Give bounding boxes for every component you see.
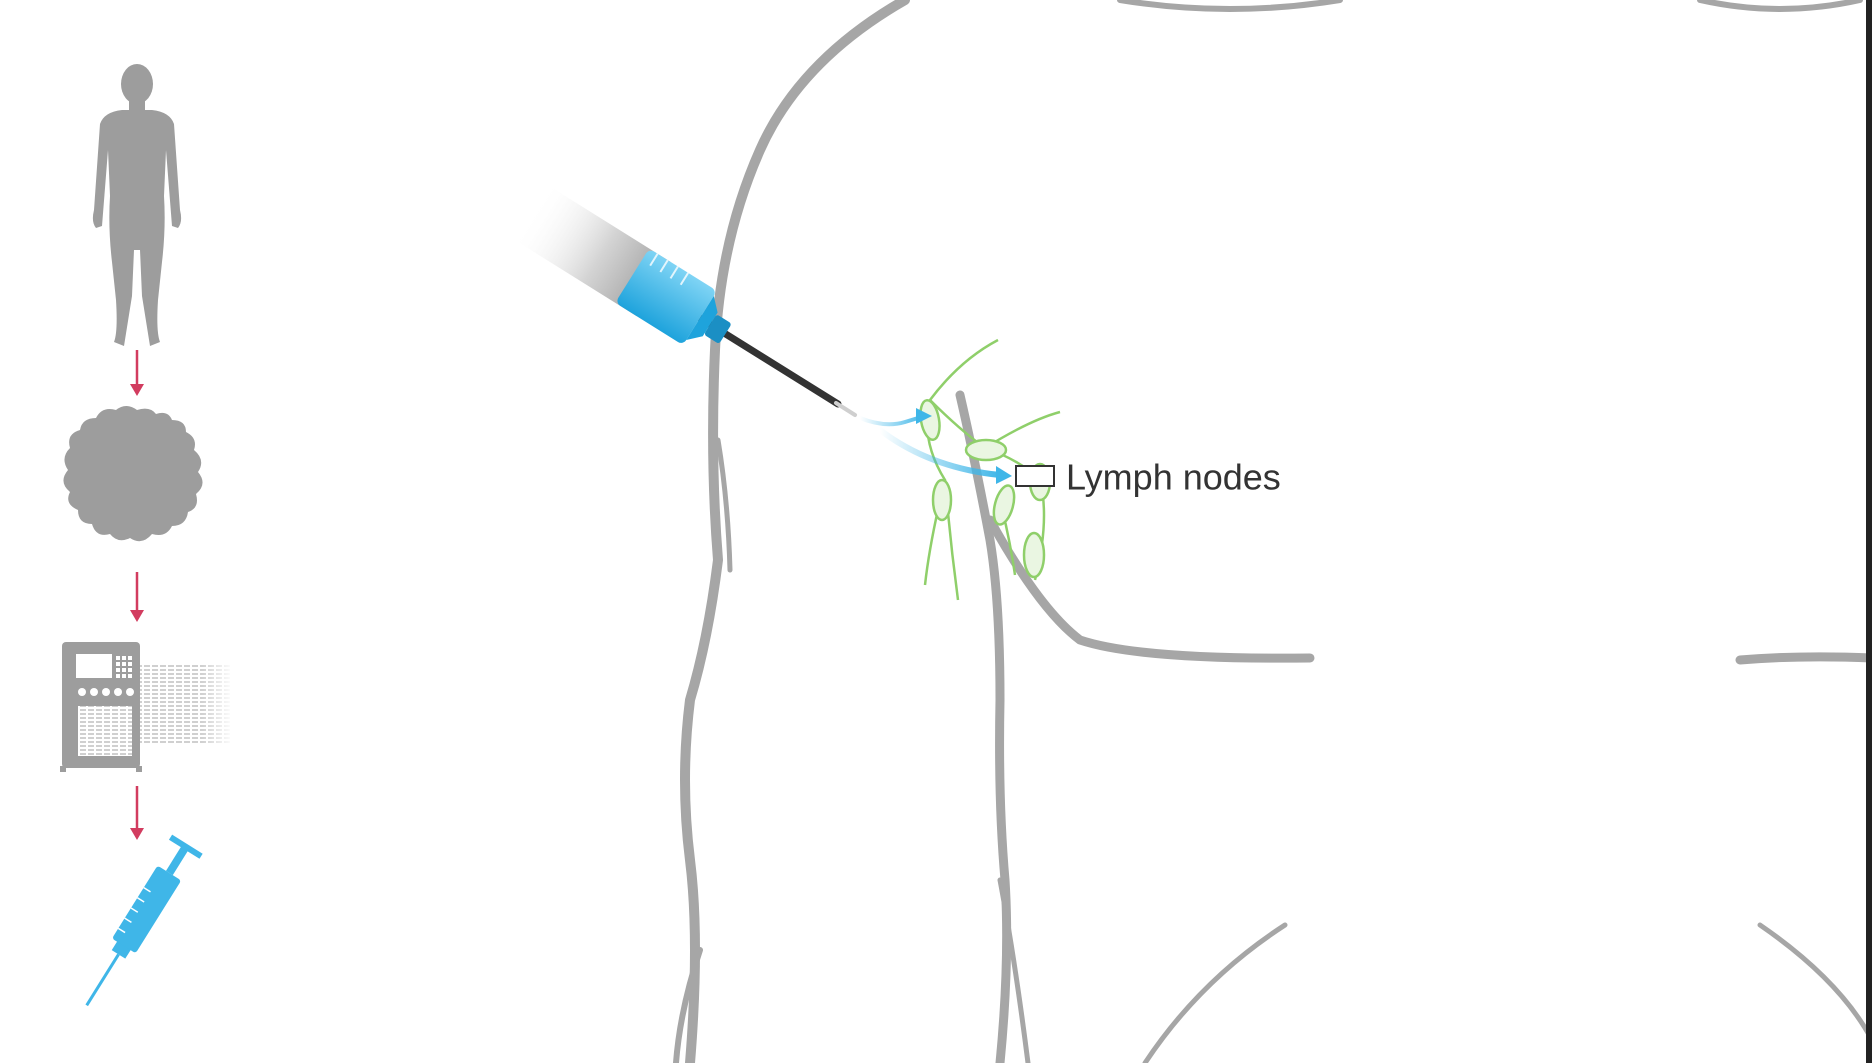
step-arrow-1 [130,350,144,396]
process-sidebar [60,64,230,1007]
flow-arrow-upper [858,414,927,427]
syringe-icon [85,834,203,1007]
step-arrow-2 [130,572,144,622]
vaccine-syringe [515,187,857,417]
callout-box [1015,465,1055,487]
injection-flow-arrows [858,408,1012,484]
syringe-barrel [617,250,715,343]
body-outline [673,0,1872,1063]
lymph-node-cluster [919,338,1061,601]
lymph-nodes-label: Lymph nodes [1066,457,1281,498]
lymph-nodes-callout: Lymph nodes [1015,457,1281,498]
sequencer-machine-icon [60,642,230,772]
flow-arrow-lower [877,427,1003,478]
step-arrow-3 [130,786,144,840]
person-icon [92,64,182,346]
tumor-cell-icon [63,406,203,542]
